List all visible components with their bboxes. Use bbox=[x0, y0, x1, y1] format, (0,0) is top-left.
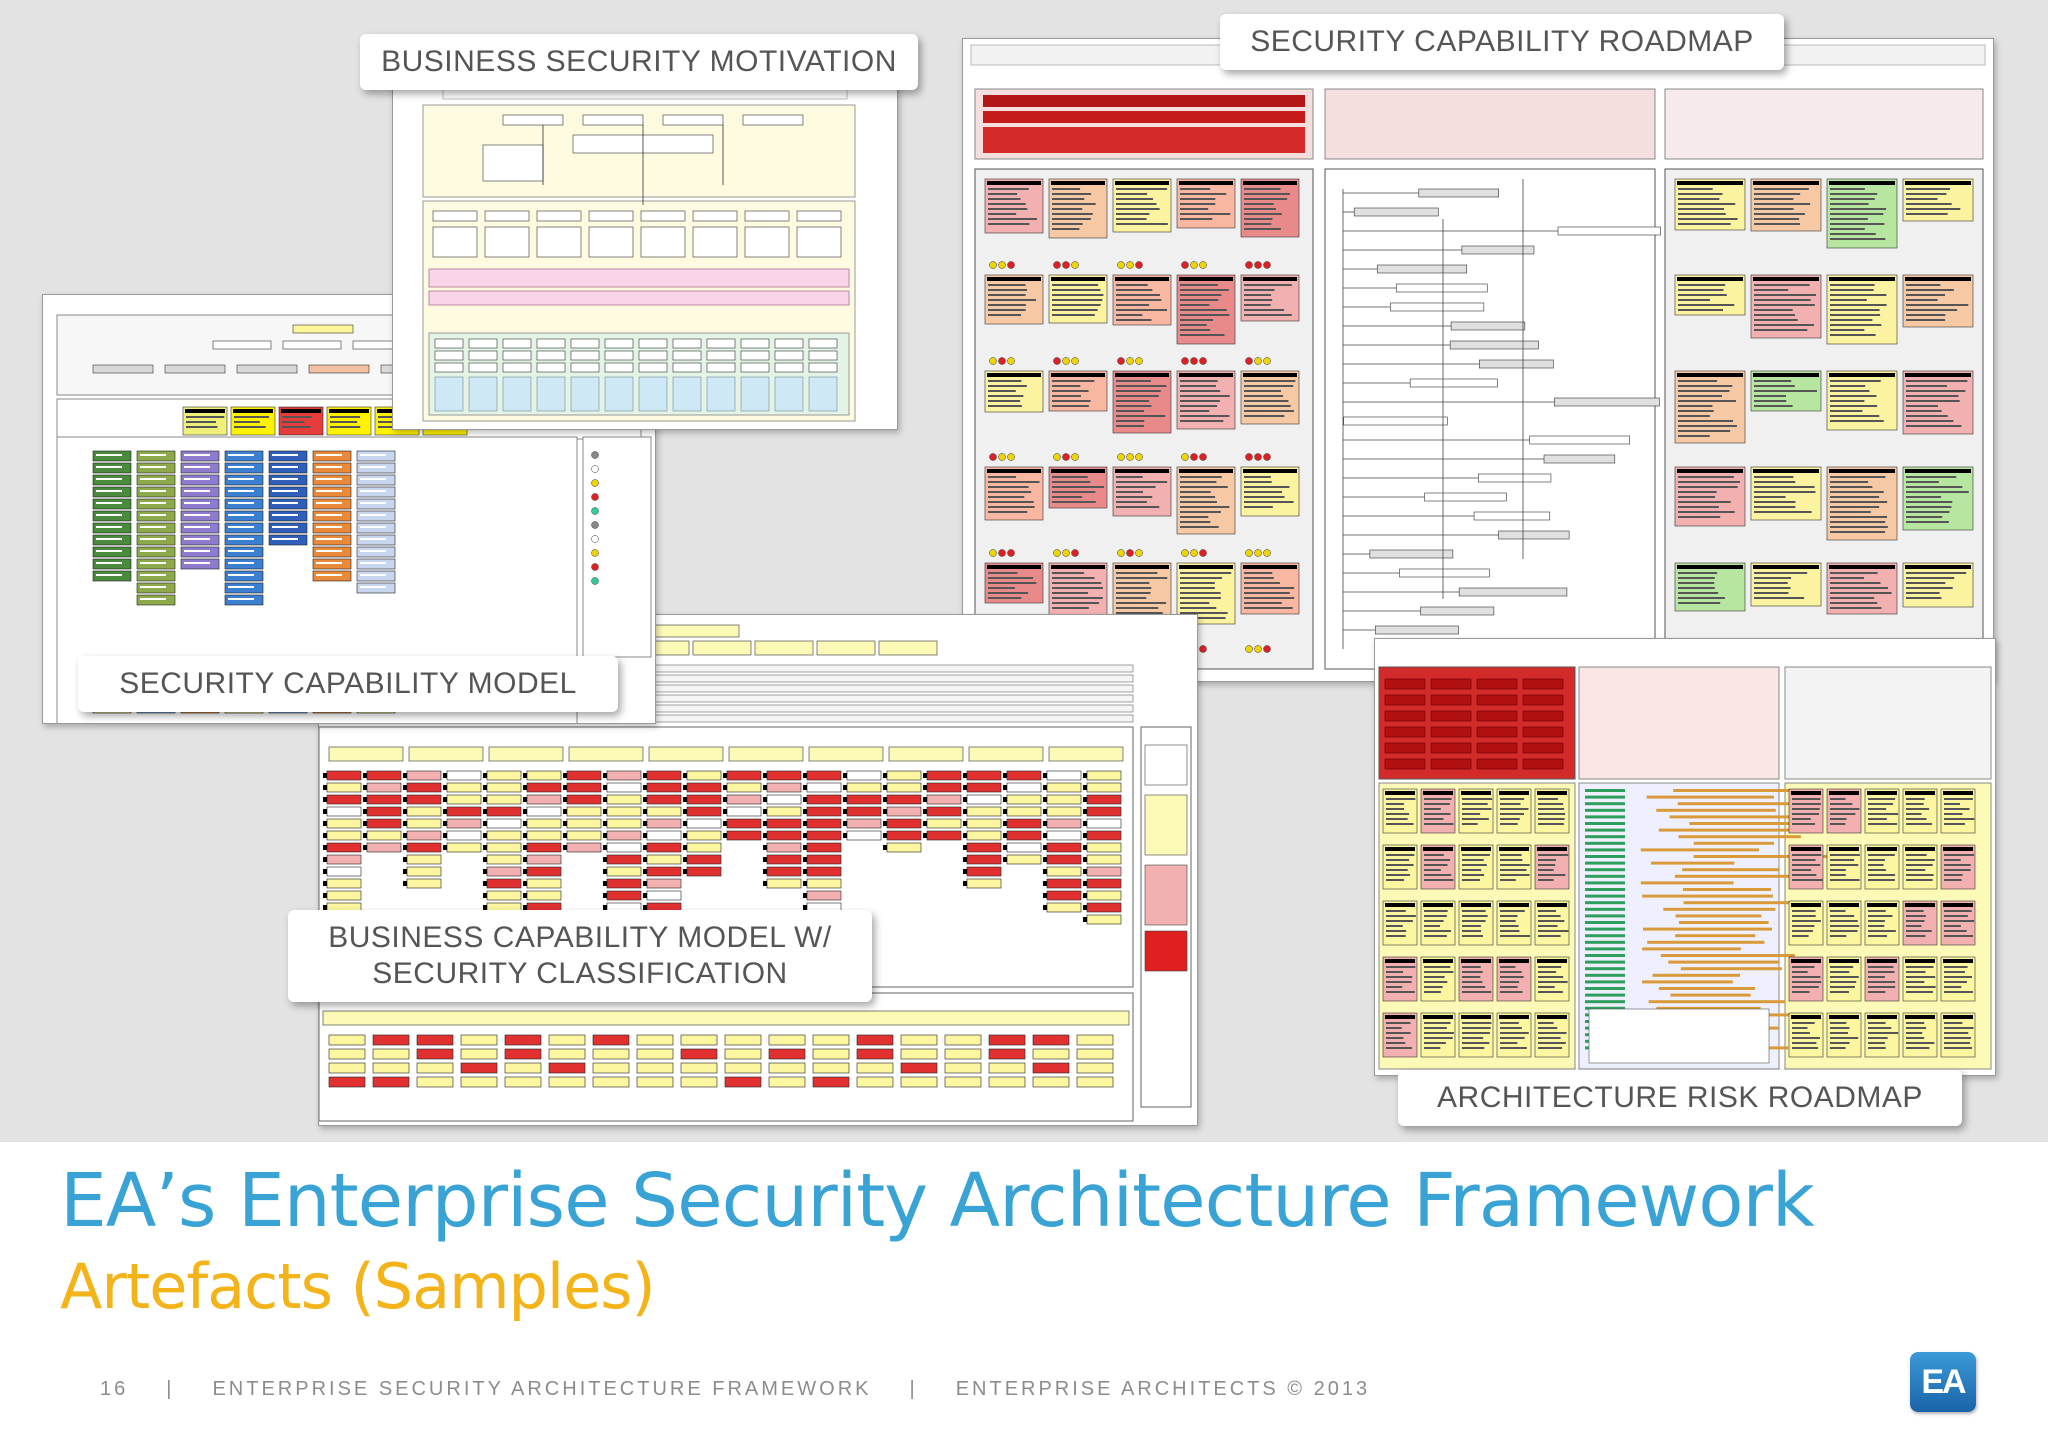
footer-separator: | bbox=[166, 1378, 175, 1400]
callout-label: ARCHITECTURE RISK ROADMAP bbox=[1437, 1081, 1923, 1114]
callout-label-line2: SECURITY CLASSIFICATION bbox=[372, 957, 788, 990]
business-security-motivation-thumbnail bbox=[392, 84, 898, 430]
callout-security-capability-roadmap: SECURITY CAPABILITY ROADMAP bbox=[1220, 14, 1784, 70]
callout-architecture-risk-roadmap: ARCHITECTURE RISK ROADMAP bbox=[1398, 1070, 1962, 1126]
business-security-motivation-diagram bbox=[393, 85, 897, 429]
callout-business-security-motivation: BUSINESS SECURITY MOTIVATION bbox=[360, 34, 918, 90]
footer: 16 | ENTERPRISE SECURITY ARCHITECTURE FR… bbox=[100, 1378, 1370, 1401]
architecture-risk-roadmap-thumbnail bbox=[1374, 638, 1996, 1076]
roadmap-diagram bbox=[963, 39, 1993, 681]
callout-label: SECURITY CAPABILITY ROADMAP bbox=[1250, 25, 1754, 58]
footer-framework: ENTERPRISE SECURITY ARCHITECTURE FRAMEWO… bbox=[212, 1378, 872, 1400]
footer-copyright: ENTERPRISE ARCHITECTS © 2013 bbox=[955, 1378, 1371, 1400]
callout-label-line1: BUSINESS CAPABILITY MODEL W/ bbox=[328, 921, 832, 954]
artefact-collage: BUSINESS SECURITY MOTIVATION SECURITY CA… bbox=[0, 0, 2048, 1142]
page-subtitle: Artefacts (Samples) bbox=[60, 1250, 656, 1323]
callout-label: SECURITY CAPABILITY MODEL bbox=[119, 667, 577, 700]
footer-separator: | bbox=[909, 1378, 918, 1400]
callout-label: BUSINESS SECURITY MOTIVATION bbox=[381, 45, 897, 78]
page-title: EA’s Enterprise Security Architecture Fr… bbox=[60, 1158, 1815, 1244]
security-capability-roadmap-thumbnail bbox=[962, 38, 1994, 682]
risk-roadmap-diagram bbox=[1375, 639, 1995, 1075]
callout-business-capability-model: BUSINESS CAPABILITY MODEL W/ SECURITY CL… bbox=[288, 910, 872, 1002]
ea-logo-icon: EA bbox=[1910, 1352, 1976, 1412]
logo-text: EA bbox=[1921, 1362, 1966, 1401]
callout-security-capability-model: SECURITY CAPABILITY MODEL bbox=[78, 656, 618, 712]
page-number: 16 bbox=[100, 1378, 129, 1400]
